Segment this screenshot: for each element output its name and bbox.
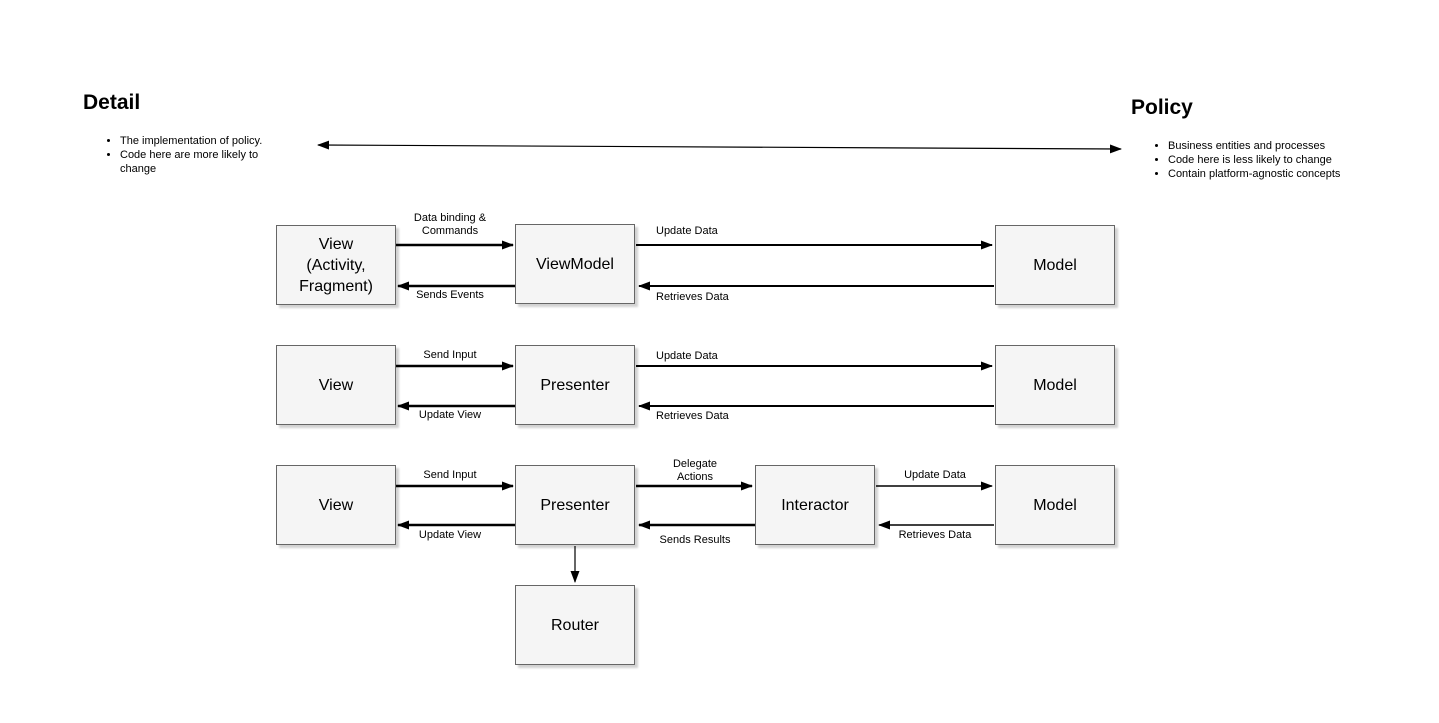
mvvm-model-box: Model bbox=[995, 225, 1115, 305]
policy-bullet-list: Business entities and processes Code her… bbox=[1152, 139, 1382, 181]
viper-updateview-arrow-label: Update View bbox=[418, 529, 482, 541]
viper-view-label: View bbox=[318, 496, 354, 514]
mvp-presenter-box: Presenter bbox=[515, 345, 635, 425]
mvvm-model-label: Model bbox=[1033, 256, 1077, 274]
viper-router-box: Router bbox=[515, 585, 635, 665]
mvp-model-box: Model bbox=[995, 345, 1115, 425]
mvp-view-label: View bbox=[318, 376, 354, 394]
detail-bullet: Code here are more likely to change bbox=[120, 148, 266, 176]
mvvm-viewmodel-box: ViewModel bbox=[515, 224, 635, 304]
mvp-sendinput-arrow-label: Send Input bbox=[423, 349, 477, 361]
viper-interactor-label: Interactor bbox=[781, 496, 849, 514]
viper-model-label: Model bbox=[1033, 496, 1077, 514]
viper-model-box: Model bbox=[995, 465, 1115, 545]
viper-presenter-box: Presenter bbox=[515, 465, 635, 545]
policy-title: Policy bbox=[1131, 96, 1193, 119]
viper-delegateactions-arrow-label: Delegate Actions bbox=[672, 458, 718, 483]
viper-sendsresults-arrow-label: Sends Results bbox=[659, 534, 731, 546]
viper-interactor-box: Interactor bbox=[755, 465, 875, 545]
viper-sendinput-arrow-label: Send Input bbox=[423, 469, 477, 481]
mvvm-updatedata-arrow-label: Update Data bbox=[656, 225, 718, 237]
detail-title: Detail bbox=[83, 91, 141, 114]
mvvm-view-box: View (Activity, Fragment) bbox=[276, 225, 396, 305]
mvp-updateview-arrow-label: Update View bbox=[418, 409, 482, 421]
mvvm-view-label: View (Activity, Fragment) bbox=[299, 235, 373, 295]
viper-retrievesdata-arrow-label: Retrieves Data bbox=[898, 529, 972, 541]
policy-bullet: Contain platform-agnostic concepts bbox=[1168, 167, 1382, 181]
mvp-retrievesdata-arrow-label: Retrieves Data bbox=[656, 410, 729, 422]
policy-bullet: Code here is less likely to change bbox=[1168, 153, 1382, 167]
mvp-view-box: View bbox=[276, 345, 396, 425]
viper-presenter-label: Presenter bbox=[540, 496, 610, 514]
mvvm-sendsevents-arrow-label: Sends Events bbox=[416, 289, 484, 301]
policy-bullet: Business entities and processes bbox=[1168, 139, 1382, 153]
viper-view-box: View bbox=[276, 465, 396, 545]
viper-router-label: Router bbox=[550, 616, 600, 634]
viper-updatedata-arrow-label: Update Data bbox=[904, 469, 966, 481]
detail-bullet: The implementation of policy. bbox=[120, 134, 266, 148]
mvvm-retrievesdata-arrow-label: Retrieves Data bbox=[656, 291, 729, 303]
mvvm-viewmodel-label: ViewModel bbox=[536, 255, 614, 273]
mvp-updatedata-arrow-label: Update Data bbox=[656, 350, 718, 362]
mvvm-databinding-arrow-label: Data binding & Commands bbox=[413, 212, 487, 237]
detail-bullet-list: The implementation of policy. Code here … bbox=[104, 134, 266, 176]
mvp-presenter-label: Presenter bbox=[540, 376, 610, 394]
mvp-model-label: Model bbox=[1033, 376, 1077, 394]
detail-policy-arrow bbox=[317, 140, 1122, 154]
